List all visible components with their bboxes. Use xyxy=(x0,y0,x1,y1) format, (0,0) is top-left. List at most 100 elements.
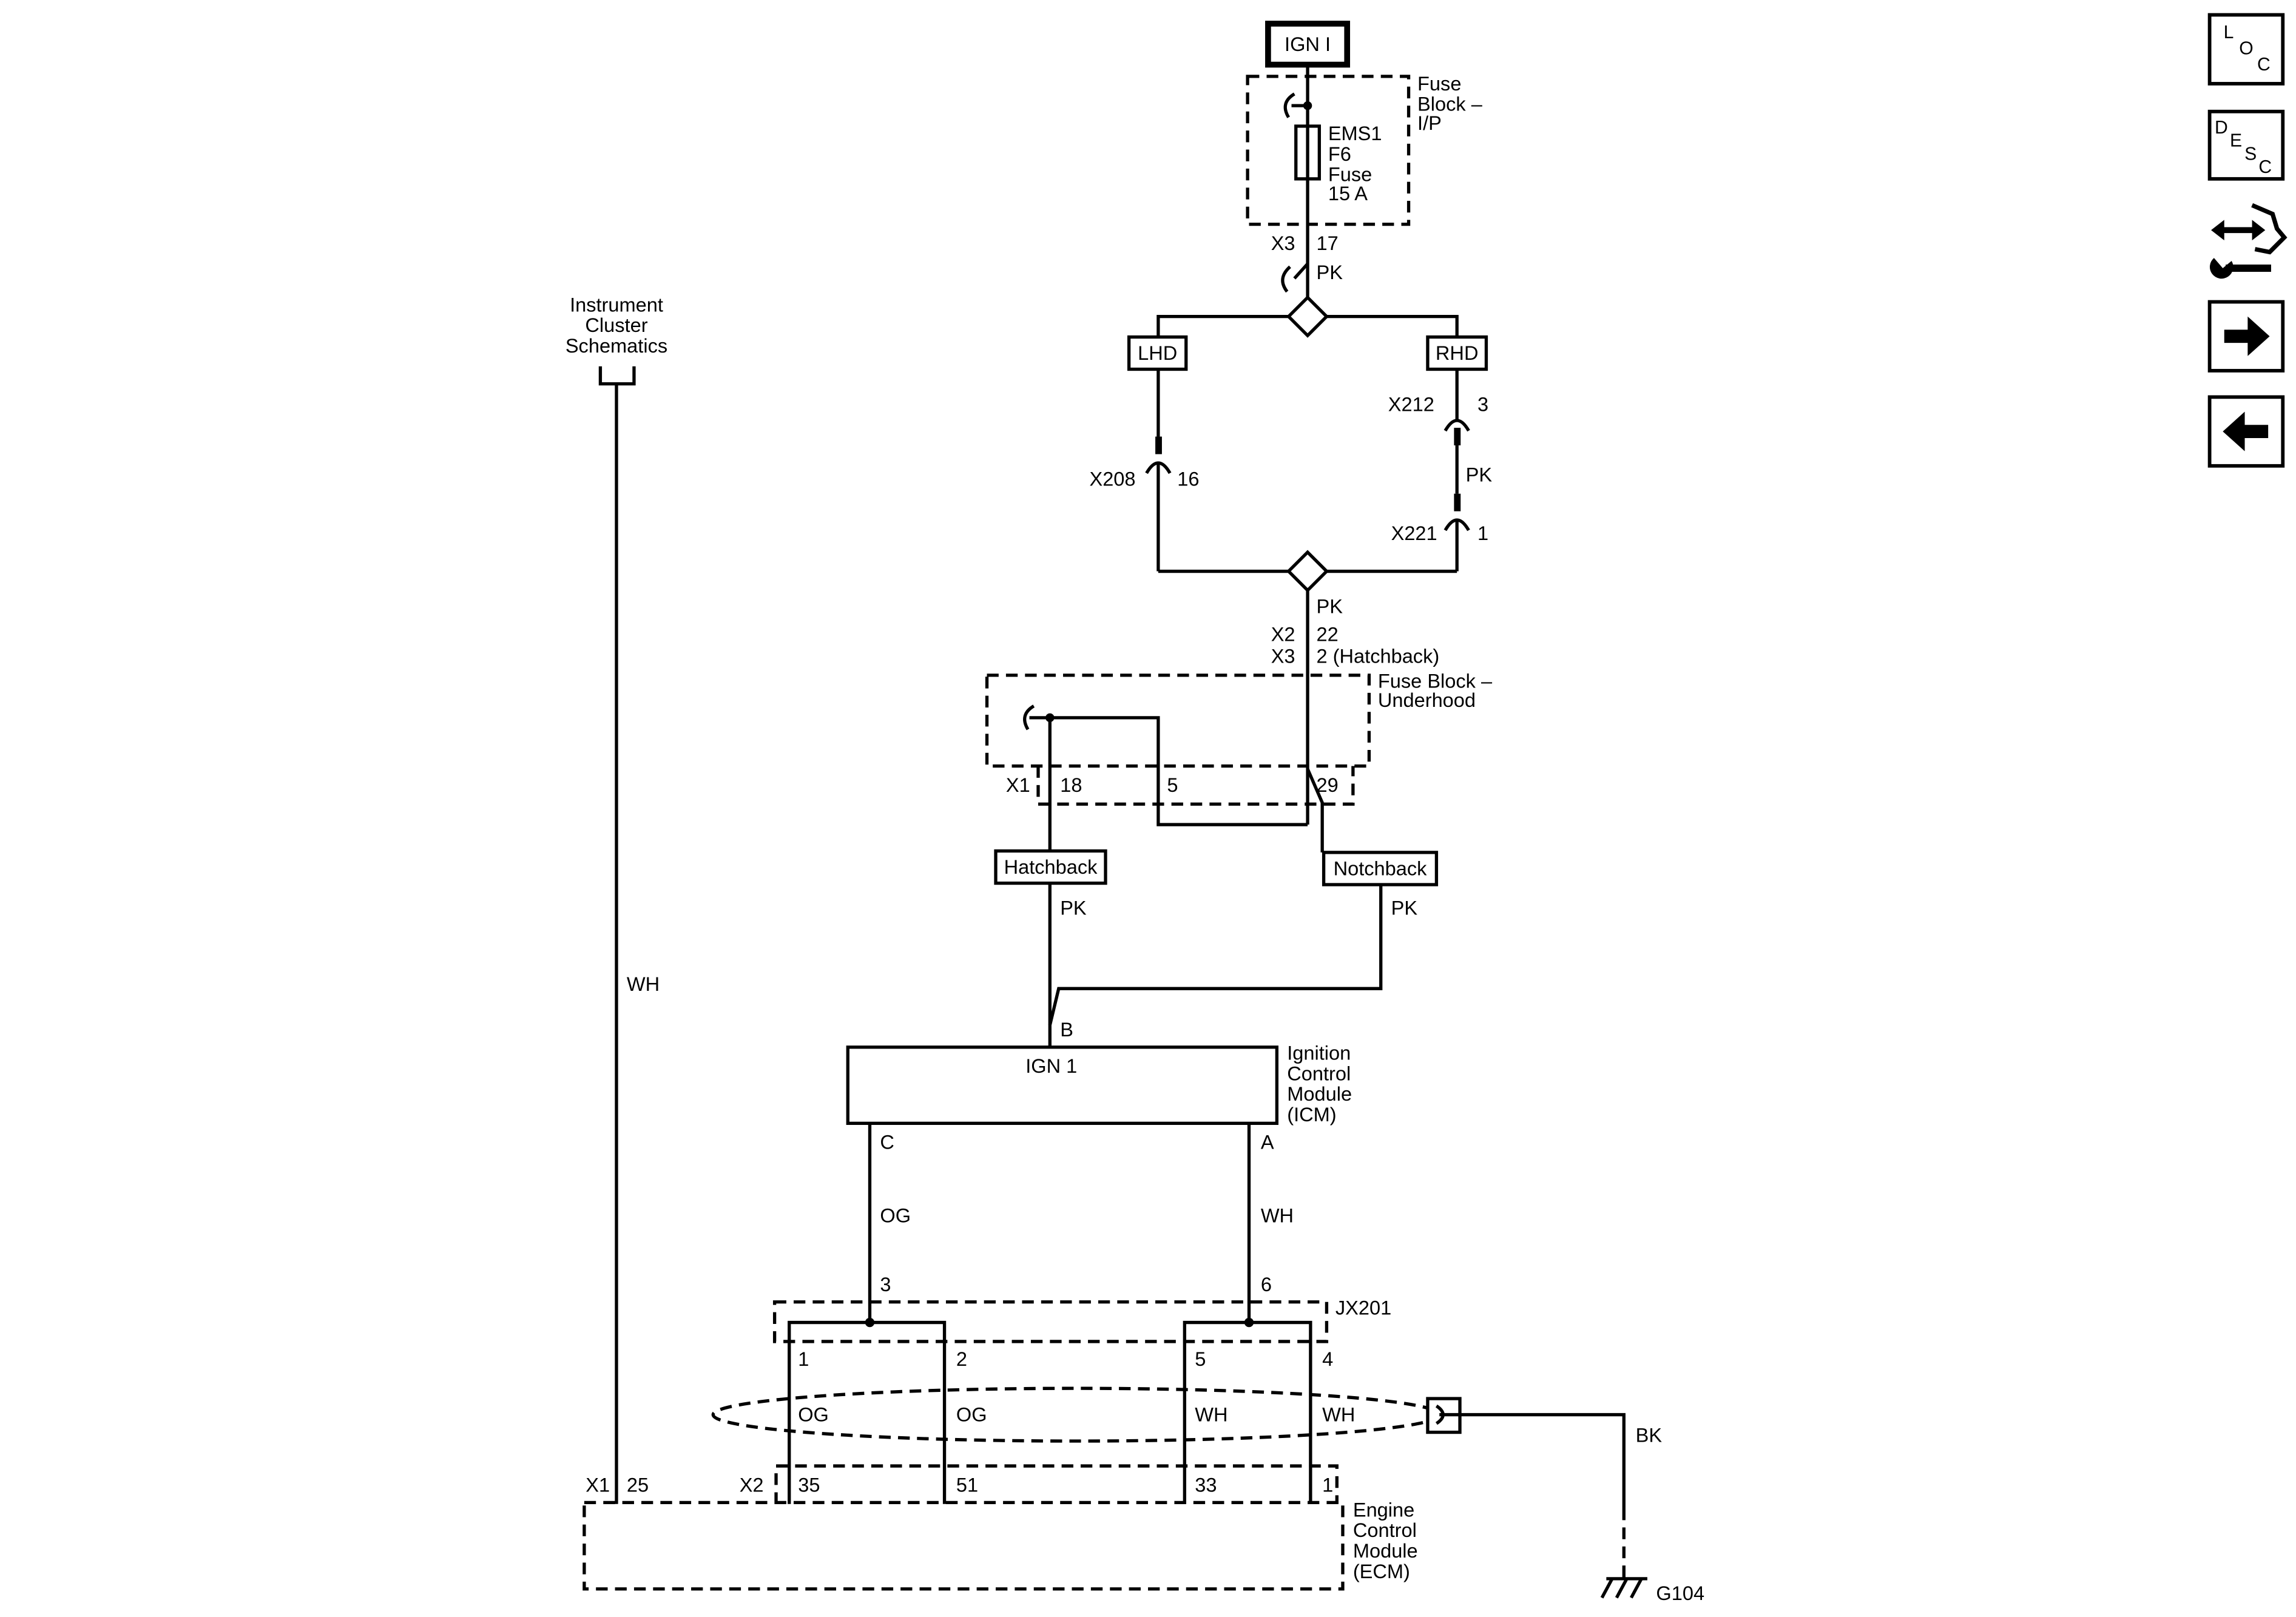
pin-label: 22 xyxy=(1317,623,1339,645)
wire-color-label: PK xyxy=(1060,897,1087,919)
icm-label: Module xyxy=(1287,1083,1352,1105)
jx201-label: JX201 xyxy=(1335,1297,1391,1318)
jx201-outline xyxy=(772,1300,1329,1343)
pin-label: 51 xyxy=(956,1474,978,1496)
pin-label: 18 xyxy=(1060,774,1082,796)
drain-wire xyxy=(1460,1413,1626,1509)
left-arrow-glyph xyxy=(2223,411,2269,451)
fuse-block-underhood-outline xyxy=(985,673,1371,768)
connector-repair-button[interactable] xyxy=(2206,199,2288,282)
pin-label: 1 xyxy=(1477,522,1488,544)
bus-terminal-hook-icon xyxy=(1283,92,1308,118)
connector-label: X221 xyxy=(1391,522,1437,544)
connector-label: X1 xyxy=(586,1474,610,1496)
fuse-label: Fuse xyxy=(1328,164,1372,186)
location-icon-letter: C xyxy=(2257,55,2271,75)
pin-label: 17 xyxy=(1317,232,1339,254)
connector-label: X3 xyxy=(1271,232,1295,254)
underhood-connector-outline xyxy=(1036,766,1355,806)
wire-color-label: PK xyxy=(1466,464,1493,485)
pin-label: 29 xyxy=(1317,774,1339,796)
connector-label: X212 xyxy=(1388,393,1434,415)
pin-label: 1 xyxy=(798,1348,809,1370)
notchback-feed-wire xyxy=(1306,768,1324,852)
wire-color-label: OG xyxy=(956,1404,987,1426)
rhd-option-box xyxy=(1426,335,1488,371)
pin-label: 33 xyxy=(1195,1474,1217,1496)
instrument-cluster-link-label: Cluster xyxy=(585,314,647,336)
pin-label: A xyxy=(1261,1132,1274,1153)
pin-label: 2 xyxy=(956,1348,967,1370)
description-icon-letter: E xyxy=(2230,131,2242,151)
location-button[interactable]: L O C xyxy=(2207,13,2285,86)
rhd-option-label: RHD xyxy=(1436,342,1479,364)
wire-color-label: PK xyxy=(1317,262,1343,283)
x3-connector-icon xyxy=(1281,262,1309,293)
connector-label: X3 xyxy=(1271,646,1295,667)
fuse-label: F6 xyxy=(1328,143,1351,165)
splice-node xyxy=(1244,1317,1254,1328)
fuse-block-ip-label: Fuse xyxy=(1417,73,1461,95)
hatchback-option-label: Hatchback xyxy=(1004,856,1098,878)
instrument-cluster-link-label: Schematics xyxy=(566,335,667,357)
wire-color-label: BK xyxy=(1636,1424,1663,1446)
wire-color-label: PK xyxy=(1391,897,1418,919)
x212-male-terminal xyxy=(1454,428,1461,446)
description-icon[interactable] xyxy=(2207,109,2285,181)
fuse-block-ip-label: Block – xyxy=(1417,93,1483,115)
pin-label: 2 (Hatchback) xyxy=(1317,646,1440,667)
pin-label: 1 xyxy=(1322,1474,1333,1496)
location-icon-letter: L xyxy=(2224,22,2234,42)
x221-male-terminal xyxy=(1454,493,1461,511)
underhood-internal-wire xyxy=(1050,716,1308,826)
description-icon-letter: D xyxy=(2215,118,2228,138)
notchback-option-box xyxy=(1322,851,1439,886)
x208-male-terminal xyxy=(1155,436,1162,454)
ecm-label: Control xyxy=(1353,1519,1417,1541)
ign-source-label: IGN I xyxy=(1285,33,1331,55)
right-arrow-glyph xyxy=(2224,316,2270,356)
splice-diamond-top xyxy=(1286,295,1329,338)
lhd-option-label: LHD xyxy=(1138,342,1177,364)
next-page-button[interactable] xyxy=(2207,300,2285,373)
double-arrow-right-head xyxy=(2252,220,2266,241)
hatchback-option-box xyxy=(994,849,1107,885)
pin-label: 16 xyxy=(1177,468,1199,490)
description-button[interactable]: D E S C xyxy=(2207,109,2285,181)
pin-label: 5 xyxy=(1167,774,1178,796)
pin-label: 3 xyxy=(880,1274,891,1295)
wire-color-label: WH xyxy=(1261,1204,1294,1226)
wire-color-label: OG xyxy=(880,1204,911,1226)
icm-label: (ICM) xyxy=(1287,1104,1336,1126)
fuse-block-ip-label: I/P xyxy=(1417,112,1442,134)
wire-color-label: OG xyxy=(798,1404,829,1426)
pin-label: 3 xyxy=(1477,393,1488,415)
pin-label: 5 xyxy=(1195,1348,1206,1370)
location-icon[interactable] xyxy=(2207,13,2285,86)
pin-label: C xyxy=(880,1132,894,1153)
ground-label: G104 xyxy=(1656,1582,1704,1604)
ecm-x2-connector-outline xyxy=(774,1464,1339,1504)
shield-drain-icon xyxy=(1435,1404,1460,1425)
ecm-outline xyxy=(582,1501,1345,1591)
ecm-label: (ECM) xyxy=(1353,1561,1410,1582)
wrench-head-icon xyxy=(2209,258,2234,279)
ecm-label: Engine xyxy=(1353,1499,1414,1521)
pin-label: 35 xyxy=(798,1474,820,1496)
icm-label: Control xyxy=(1287,1062,1351,1084)
wire-color-label: PK xyxy=(1317,595,1343,617)
x212-female-terminal-icon xyxy=(1443,419,1470,432)
pin-label: 4 xyxy=(1322,1348,1333,1370)
fuse-block-ip-outline xyxy=(1246,75,1411,226)
connector-label: X2 xyxy=(740,1474,764,1496)
previous-page-button[interactable] xyxy=(2207,395,2285,468)
ecm-label: Module xyxy=(1353,1540,1418,1562)
connector-label: X2 xyxy=(1271,623,1295,645)
connector-label: X208 xyxy=(1089,468,1135,490)
wire-color-label: WH xyxy=(1322,1404,1355,1426)
wire-color-label: WH xyxy=(627,973,660,995)
ground-icon xyxy=(1600,1577,1647,1599)
fuse-label: EMS1 xyxy=(1328,123,1382,144)
